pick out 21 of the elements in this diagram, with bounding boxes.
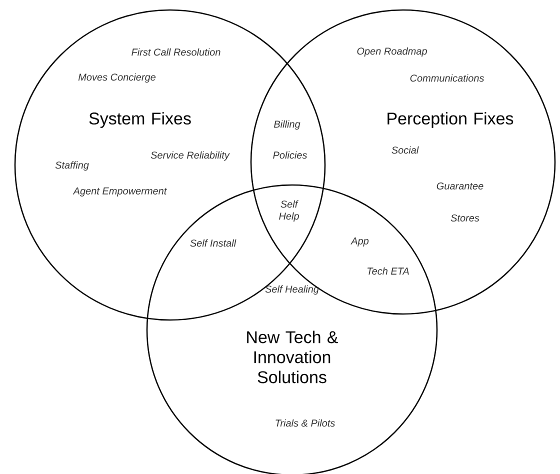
item-text: Open Roadmap — [357, 47, 427, 57]
item-text: Service Reliability — [150, 151, 230, 161]
item-text: App — [350, 238, 369, 246]
circle-title: New Tech & Innovation Solutions — [247, 330, 338, 384]
item-text: Policies — [273, 151, 308, 159]
item-text: Trials & Pilots — [276, 419, 335, 427]
item-text: Moves Concierge — [78, 73, 156, 83]
item-text: Self Help — [279, 200, 299, 222]
item-text: Tech ETA — [368, 267, 409, 275]
item-text: Billing — [274, 120, 300, 130]
item-text: Social — [392, 146, 419, 154]
circle-title: Perception Fixes — [388, 112, 514, 128]
item-text: Self Healing — [265, 285, 319, 295]
item-text: Guarantee — [436, 182, 484, 190]
item-text: Communications — [410, 74, 484, 82]
item-text: Agent Empowerment — [72, 188, 168, 196]
item-text: Stores — [450, 214, 480, 222]
item-text: Staffing — [55, 161, 89, 171]
item-text: First Call Resolution — [132, 48, 220, 56]
item-text: Self Install — [190, 239, 236, 247]
circle-title: System Fixes — [89, 112, 191, 128]
